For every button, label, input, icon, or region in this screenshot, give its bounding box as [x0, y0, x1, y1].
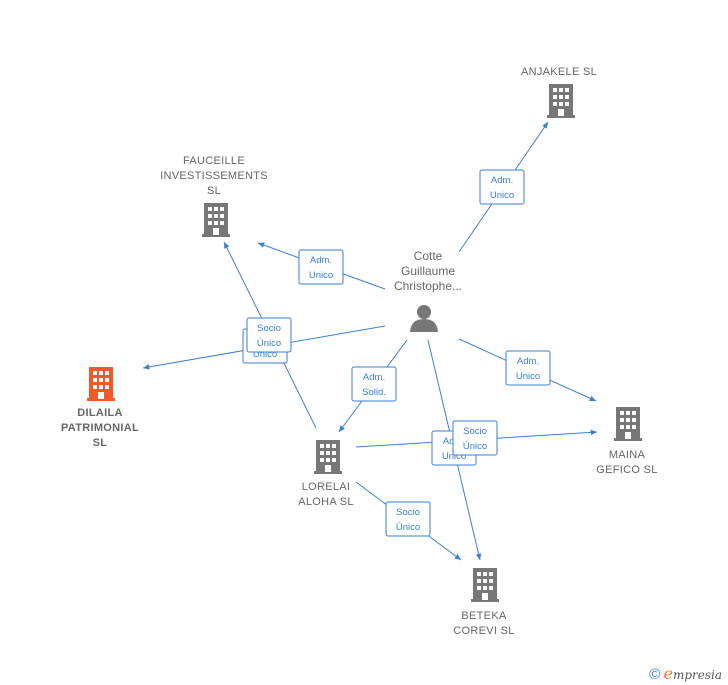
edge-label-text: Único [253, 349, 277, 360]
company-name: BETEKA [461, 610, 507, 622]
person-name: Cotte [414, 249, 443, 263]
edge-label-box [298, 249, 344, 285]
edge-label-text: Adm. [491, 175, 513, 186]
company-node-dilaila[interactable]: DILAILA PATRIMONIAL SL [61, 367, 139, 449]
edge-label-box [505, 350, 551, 386]
brand-name: mpresia [672, 668, 722, 682]
edge-label-text: Socio [257, 323, 281, 334]
edge-label-text: Socio [396, 507, 420, 518]
edge-label-box [479, 169, 525, 205]
edge-label-text: Único [463, 441, 487, 452]
edge-label-box [452, 420, 498, 456]
edge-label[interactable]: Adm. Unico [479, 169, 525, 205]
building-icon [314, 440, 342, 474]
company-name: COREVI SL [453, 625, 514, 637]
edge-label-text: Unico [516, 371, 540, 382]
edge-label-box [385, 501, 431, 537]
company-name: SL [207, 185, 221, 197]
edge-label-box [351, 366, 397, 402]
edge-label-box [246, 317, 292, 353]
edge-label-text: Único [257, 338, 281, 349]
company-name: ANJAKELE SL [521, 66, 597, 78]
company-name: SL [93, 437, 108, 449]
edge-label-text: Adm. [517, 356, 539, 367]
copyright-symbol: © [649, 666, 661, 683]
empresia-logo: © empresia [649, 664, 722, 683]
person-name: Guillaume [401, 264, 455, 278]
edge-label-text: Socio [463, 426, 487, 437]
edge-label-text: Unico [490, 190, 514, 201]
edge-label[interactable]: Adm. Unico [505, 350, 551, 386]
brand-initial: e [663, 664, 673, 683]
company-name: INVESTISSEMENTS [160, 170, 268, 182]
edge-label-text: Solid. [362, 387, 386, 398]
edge-label-text: Unico [442, 451, 466, 462]
edge-label[interactable]: Adm. Solid. [351, 366, 397, 402]
company-name: FAUCEILLE [183, 155, 245, 167]
company-name: ALOHA SL [298, 496, 354, 508]
company-name: DILAILA [77, 407, 122, 419]
edge-label-text: Único [396, 522, 420, 533]
company-node-fauceille[interactable]: FAUCEILLE INVESTISSEMENTS SL [160, 155, 268, 237]
company-node-anjakele[interactable]: ANJAKELE SL [521, 66, 597, 118]
building-icon [547, 84, 575, 118]
edge-labels-layer: Adm.UnicoAdm.UnicoSocioÚnicoAdm.Solid.Ad… [242, 169, 551, 537]
nodes-layer: ANJAKELE SLFAUCEILLEINVESTISSEMENTSSLDIL… [61, 66, 657, 637]
person-name: Christophe... [394, 279, 462, 293]
company-name: LORELAI [302, 481, 351, 493]
building-icon [471, 568, 499, 602]
person-icon [410, 305, 438, 332]
edge-label-text: Adm. [310, 255, 332, 266]
building-icon [614, 407, 642, 441]
building-icon [87, 367, 115, 401]
edge-label[interactable]: Adm. Unico [298, 249, 344, 285]
company-node-lorelai[interactable]: LORELAI ALOHA SL [298, 440, 354, 508]
company-name: PATRIMONIAL [61, 422, 139, 434]
edge-label-text: Unico [309, 270, 333, 281]
company-node-maina[interactable]: MAINA GEFICO SL [596, 407, 657, 476]
company-name: GEFICO SL [596, 464, 657, 476]
building-icon [202, 203, 230, 237]
person-node[interactable]: CotteGuillaumeChristophe... [394, 249, 462, 332]
company-node-beteka[interactable]: BETEKA COREVI SL [453, 568, 514, 637]
edge-label-text: Adm. [363, 372, 385, 383]
company-name: MAINA [609, 449, 646, 461]
